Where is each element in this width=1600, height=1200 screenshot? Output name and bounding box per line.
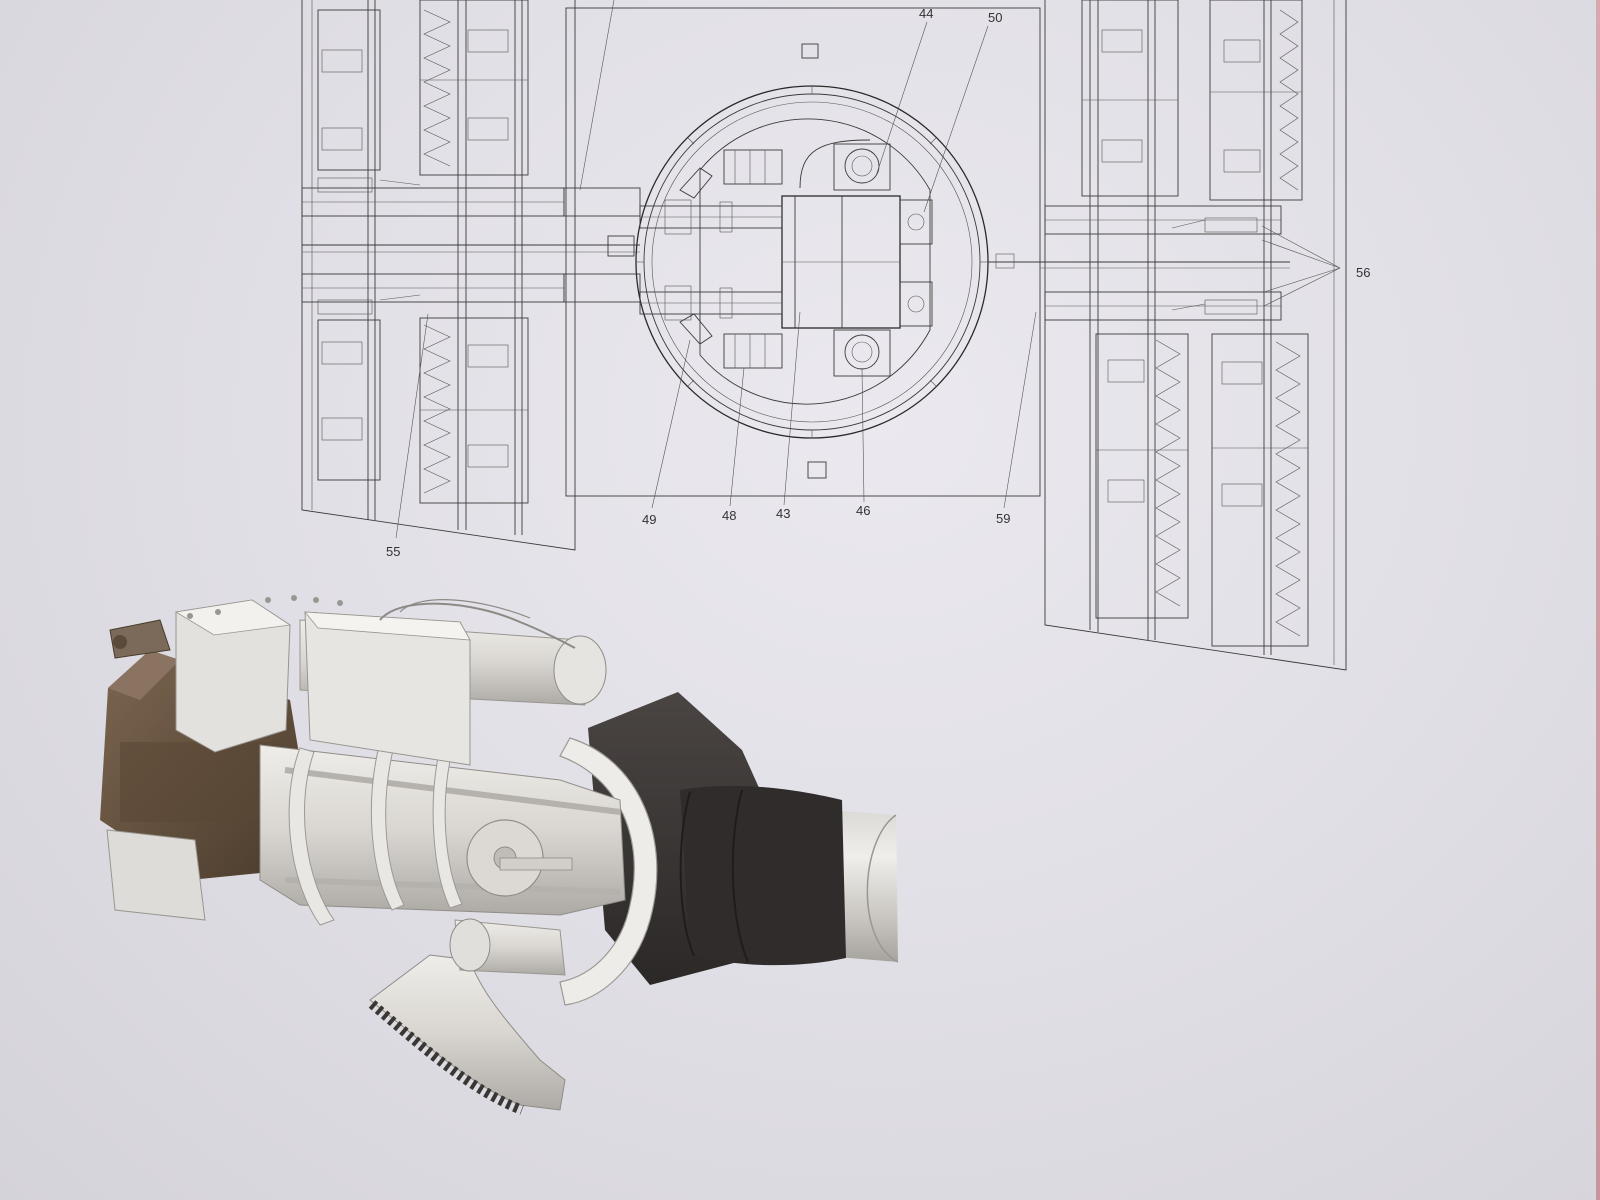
elevation-arc xyxy=(368,954,566,1115)
callout-46: 46 xyxy=(856,503,870,518)
callout-59: 59 xyxy=(996,511,1010,526)
page-edge xyxy=(1596,0,1600,1200)
left-magazine-panel xyxy=(301,0,640,551)
callout-44: 44 xyxy=(919,6,933,21)
recoil-cylinders xyxy=(109,619,607,976)
callout-43: 43 xyxy=(776,506,790,521)
top-blocks xyxy=(106,595,576,921)
callout-49: 49 xyxy=(642,512,656,527)
callout-48: 48 xyxy=(722,508,736,523)
breech-body xyxy=(259,741,626,926)
callout-labels: 44 50 56 49 48 43 46 59 55 xyxy=(386,6,1370,559)
right-magazine-panel xyxy=(1040,0,1347,671)
callout-56: 56 xyxy=(1356,265,1370,280)
callout-55: 55 xyxy=(386,544,400,559)
callout-50: 50 xyxy=(988,10,1002,25)
leader-lines xyxy=(395,0,1341,539)
shield-ring xyxy=(559,737,658,1006)
